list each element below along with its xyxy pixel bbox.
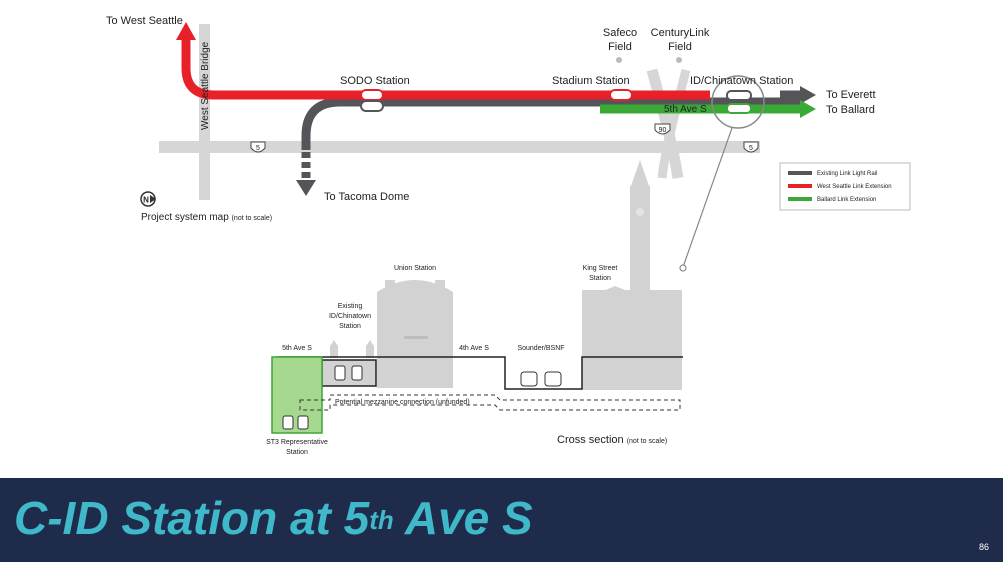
king-street-building [582, 290, 682, 360]
everett-arrow-icon [800, 86, 816, 104]
cross-section-title: Cross section (not to scale) [557, 434, 667, 446]
svg-text:5: 5 [256, 145, 260, 152]
centurylink-marker [676, 57, 682, 63]
safeco-label-1: Safeco [603, 27, 637, 39]
fourth-ave-label: 4th Ave S [459, 345, 489, 352]
existing-station-label-3: Station [339, 323, 361, 330]
existing-line [301, 97, 800, 150]
id-chinatown-label: ID/Chinatown Station [690, 75, 793, 87]
title-end: Ave S [393, 492, 533, 544]
west-seattle-arrow-icon [176, 22, 196, 40]
train-icon [520, 371, 538, 387]
stadium-station-label: Stadium Station [552, 75, 630, 87]
title-superscript: th [369, 505, 394, 535]
system-diagram: 5 5 90 To West Seattle West Seattle Brid… [106, 15, 911, 456]
fifth-ave-map-label: 5th Ave S [664, 104, 707, 115]
tacoma-arrow-icon [296, 180, 316, 196]
mezzanine-outline [299, 394, 681, 411]
station-callout-circle [711, 75, 765, 129]
svg-text:N: N [143, 196, 149, 205]
title-main: C-ID Station at 5 [14, 492, 370, 544]
ramp-road [657, 68, 691, 179]
id-chinatown-station-marker [726, 90, 752, 101]
existing-station-label-2: ID/Chinatown [329, 313, 371, 320]
train-icon [282, 415, 294, 430]
i5-shield-right-icon: 5 [743, 141, 759, 153]
st3-label-2: Station [286, 449, 308, 456]
sodo-station-label: SODO Station [340, 75, 410, 87]
svg-text:90: 90 [659, 127, 667, 134]
i90-shield-icon: 90 [654, 123, 671, 135]
legend: Existing Link Light Rail West Seattle Li… [779, 162, 911, 211]
train-icon [351, 365, 363, 381]
diagram-svg: 5 5 90 To West Seattle West Seattle Brid… [106, 15, 911, 456]
safeco-marker [616, 57, 622, 63]
ballard-arrow-icon [800, 100, 816, 118]
king-street-label-1: King Street [583, 265, 618, 272]
safeco-label-2: Field [608, 41, 632, 53]
union-station-label: Union Station [394, 265, 436, 272]
mezzanine-label: Potential mezzanine connection (unfunded… [335, 399, 470, 406]
west-seattle-line [181, 40, 710, 100]
north-arrow-icon: N [140, 191, 156, 207]
i5-shield-icon: 5 [250, 141, 266, 153]
callout-line [682, 127, 733, 268]
page-number: 86 [978, 542, 989, 552]
west-seattle-bridge-road [199, 24, 210, 200]
train-icon [544, 371, 562, 387]
slide-title: C-ID Station at 5th Ave S [14, 488, 533, 548]
legend-existing: Existing Link Light Rail [817, 171, 877, 177]
to-everett-label: To Everett [826, 89, 876, 101]
existing-station-label-1: Existing [338, 303, 363, 310]
to-ballard-label: To Ballard [826, 104, 875, 116]
fifth-ave-section-label: 5th Ave S [282, 345, 312, 352]
west-seattle-bridge-label: West Seattle Bridge [200, 41, 211, 130]
king-street-label-2: Station [589, 275, 611, 282]
union-station-building [377, 280, 453, 388]
st3-label-1: ST3 Representative [266, 439, 328, 446]
ground-line [276, 356, 683, 390]
to-tacoma-label: To Tacoma Dome [324, 191, 409, 203]
legend-ballard: Ballard Link Extension [817, 197, 876, 203]
svg-text:5: 5 [749, 145, 753, 152]
train-icon [297, 415, 309, 430]
train-icon [334, 365, 346, 381]
st3-station-box [271, 356, 323, 434]
king-street-tower [630, 160, 650, 316]
to-west-seattle-label: To West Seattle [106, 15, 183, 27]
centurylink-label-2: Field [668, 41, 692, 53]
existing-station-box [321, 359, 377, 387]
i90-road [646, 68, 684, 179]
footer-bar: C-ID Station at 5th Ave S 86 [0, 478, 1003, 562]
stadium-station-marker [609, 89, 633, 101]
sodo-station-marker [360, 89, 384, 101]
project-map-title: Project system map (not to scale) [141, 212, 272, 223]
centurylink-label-1: CenturyLink [651, 27, 710, 39]
sounder-label: Sounder/BSNF [517, 345, 564, 352]
legend-west-seattle: West Seattle Link Extension [817, 184, 892, 190]
